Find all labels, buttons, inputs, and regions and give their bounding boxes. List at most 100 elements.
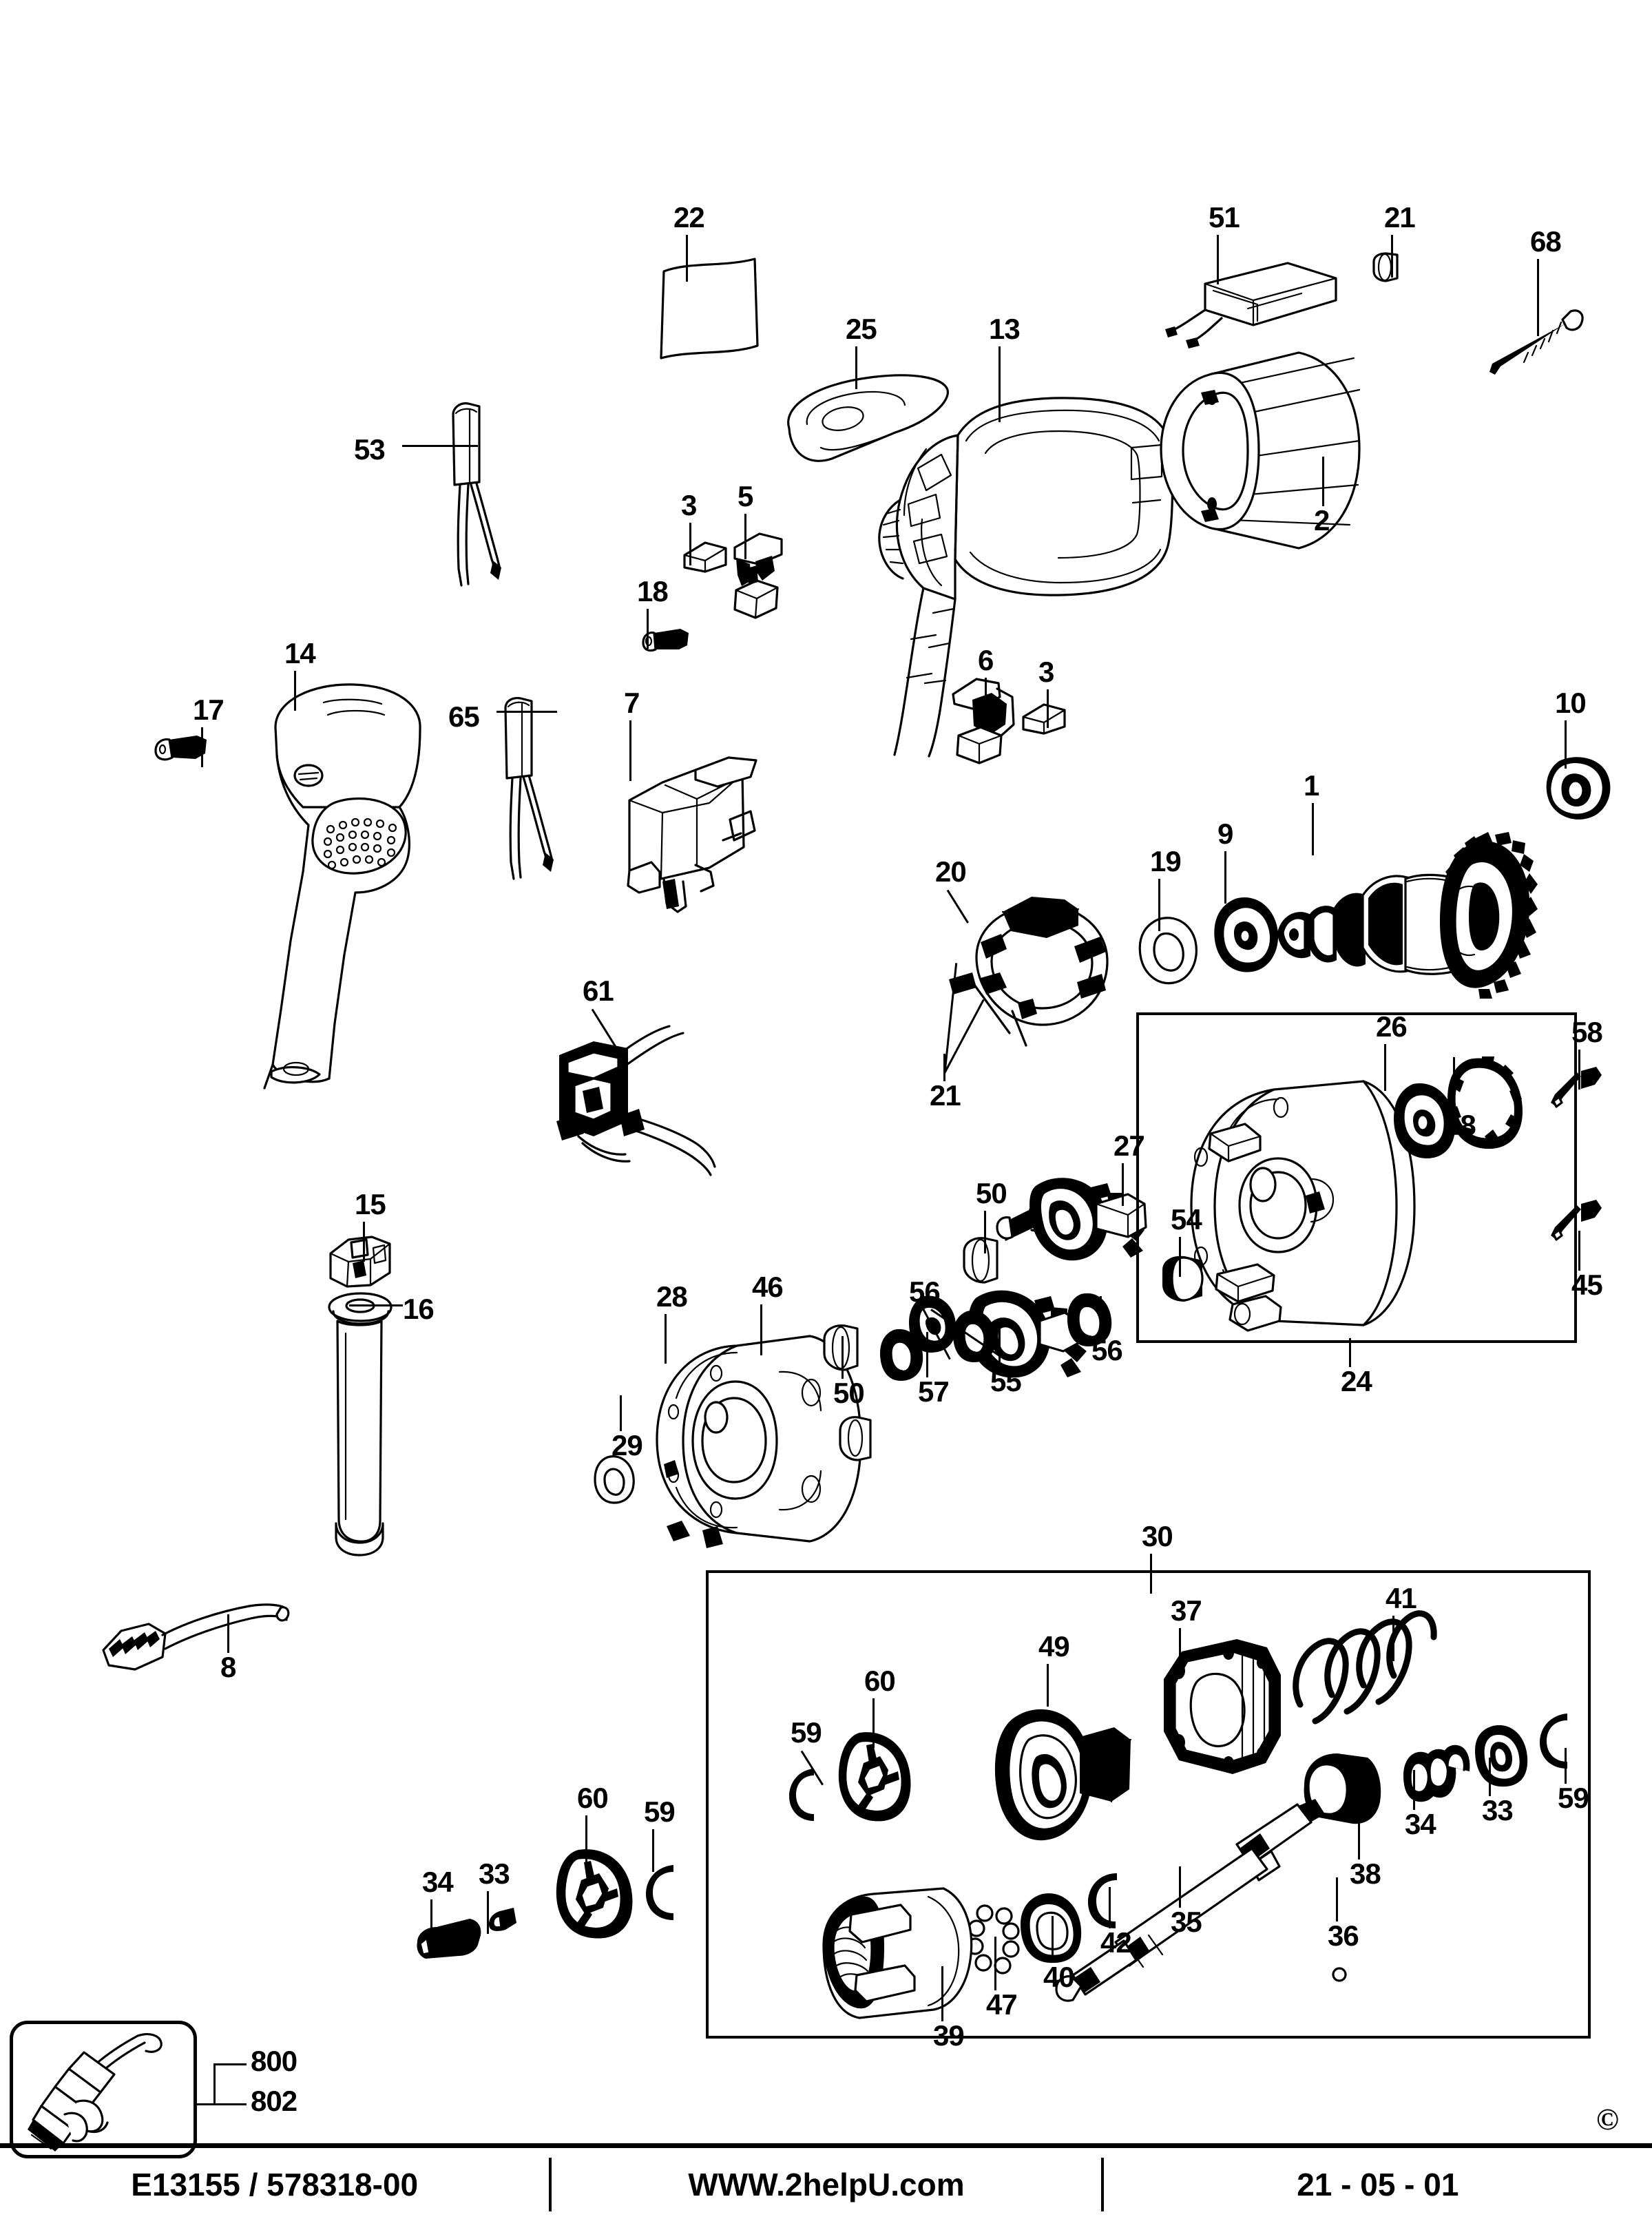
part-22-nameplate	[654, 255, 764, 372]
part-9-bearing	[1211, 892, 1293, 981]
callout-leader-60b	[585, 1815, 587, 1864]
callout-leader-40	[1052, 1916, 1054, 1963]
part-25-top-cover	[749, 365, 956, 475]
part-60-lock-plate-box	[835, 1729, 917, 1825]
part-68-wood-screw	[1484, 303, 1587, 386]
callout-leader-41	[1392, 1616, 1394, 1661]
callout-leader-33	[1489, 1758, 1491, 1796]
part-61-speed-control-module	[551, 1025, 723, 1176]
callout-leader-68	[1537, 259, 1539, 336]
callout-leader-50	[984, 1211, 986, 1253]
callout-leader-5	[744, 514, 746, 559]
callout-label-24: 24	[1341, 1365, 1372, 1397]
part-59-retaining-ring-right	[1534, 1708, 1584, 1771]
callout-label-65: 65	[448, 700, 480, 733]
part-28-46-front-cover	[634, 1329, 895, 1550]
part-59-retaining-ring-left	[640, 1859, 689, 1921]
callout-label-7: 7	[624, 687, 640, 719]
callout-leader-25	[855, 346, 857, 389]
callout-label-48: 48	[1445, 1109, 1476, 1141]
callout-label-36: 36	[1328, 1919, 1359, 1952]
callout-leader-33b	[487, 1891, 489, 1934]
callout-label-35: 35	[1171, 1906, 1202, 1938]
callout-leader-54	[1179, 1237, 1181, 1277]
part-60-lock-plate	[551, 1846, 640, 1942]
callout-leader-59c	[1565, 1748, 1567, 1784]
part-39-chuck-body	[791, 1887, 983, 2025]
footer-bar: E13155 / 578318-00 WWW.2helpU.com 21 - 0…	[0, 2150, 1652, 2219]
part-56-washer-left	[879, 1326, 927, 1384]
callout-label-18: 18	[637, 575, 669, 607]
callout-label-38: 38	[1350, 1857, 1381, 1890]
part-1-armature	[1271, 818, 1539, 999]
part-29-washer	[592, 1452, 640, 1507]
callout-leader-14	[294, 671, 296, 711]
inset-label-802: 802	[251, 2085, 297, 2117]
part-54-brush-cap	[1157, 1252, 1212, 1307]
callout-label-57: 57	[918, 1375, 950, 1408]
part-41-spring	[1286, 1610, 1438, 1746]
callout-leader-60	[872, 1698, 875, 1748]
callout-label-21b: 21	[930, 1079, 961, 1112]
callout-leader-1	[1312, 803, 1314, 855]
callout-label-33: 33	[1482, 1794, 1514, 1826]
part-33-ring	[1472, 1722, 1534, 1791]
footer-date: 21 - 05 - 01	[1297, 2167, 1459, 2202]
inset-label-800: 800	[251, 2045, 297, 2077]
part-50-bushing-left	[817, 1320, 866, 1375]
callout-label-1: 1	[1304, 769, 1319, 802]
part-3-brush-cap-upper	[680, 537, 730, 576]
copyright-symbol: ©	[1596, 2103, 1619, 2136]
callout-leader-51	[1217, 235, 1219, 284]
inset-bracket-arm-802	[197, 2103, 247, 2105]
tool-assembly-inset	[10, 2021, 197, 2158]
callout-leader-8	[227, 1614, 229, 1653]
callout-label-37: 37	[1171, 1594, 1202, 1627]
callout-leader-16	[349, 1304, 403, 1306]
footer-separator-1	[549, 2158, 552, 2211]
callout-label-3: 3	[681, 489, 697, 521]
callout-leader-46	[760, 1304, 762, 1355]
part-18-screw	[640, 623, 696, 658]
callout-leader-50b	[841, 1336, 844, 1379]
spindle-assembly-box	[706, 1570, 1591, 2039]
callout-label-8: 8	[220, 1651, 236, 1683]
callout-leader-53	[402, 445, 478, 447]
callout-leader-42	[1109, 1887, 1111, 1928]
part-59-retaining-ring-box	[784, 1763, 832, 1825]
callout-leader-38	[1358, 1817, 1360, 1859]
callout-label-33b: 33	[479, 1857, 510, 1890]
callout-label-68: 68	[1530, 225, 1562, 258]
part-24-gearcase	[1157, 1074, 1446, 1343]
footer-part-reference: E13155 / 578318-00	[131, 2167, 419, 2202]
callout-label-16: 16	[403, 1293, 435, 1325]
callout-label-59b: 59	[644, 1795, 676, 1828]
callout-label-34: 34	[1405, 1808, 1436, 1840]
callout-label-56: 56	[909, 1275, 941, 1308]
inset-bracket	[213, 2063, 216, 2105]
part-21-bushing-top	[1367, 248, 1408, 289]
inset-bracket-arm-800	[213, 2063, 247, 2065]
inset-tool-illustration	[23, 2029, 189, 2153]
part-45-screw	[1549, 1197, 1604, 1252]
callout-label-42: 42	[1100, 1926, 1132, 1959]
footer-divider	[0, 2143, 1652, 2148]
callout-label-39: 39	[933, 2019, 965, 2052]
callout-label-50b: 50	[833, 1377, 865, 1409]
callout-leader-28	[665, 1314, 667, 1364]
callout-label-25: 25	[846, 313, 877, 345]
callout-label-10: 10	[1555, 687, 1587, 719]
callout-label-34b: 34	[422, 1866, 454, 1898]
callout-label-13: 13	[989, 313, 1021, 345]
part-7-switch	[620, 744, 771, 923]
callout-leader-59b	[652, 1829, 654, 1872]
callout-leader-18	[647, 609, 649, 649]
part-58-screw	[1549, 1064, 1604, 1119]
callout-label-45: 45	[1571, 1269, 1603, 1301]
callout-label-59c: 59	[1558, 1782, 1589, 1814]
part-17-screw	[151, 731, 213, 767]
callout-label-55: 55	[990, 1365, 1022, 1397]
callout-label-29: 29	[611, 1429, 643, 1461]
part-51-electronic-module	[1164, 255, 1343, 379]
